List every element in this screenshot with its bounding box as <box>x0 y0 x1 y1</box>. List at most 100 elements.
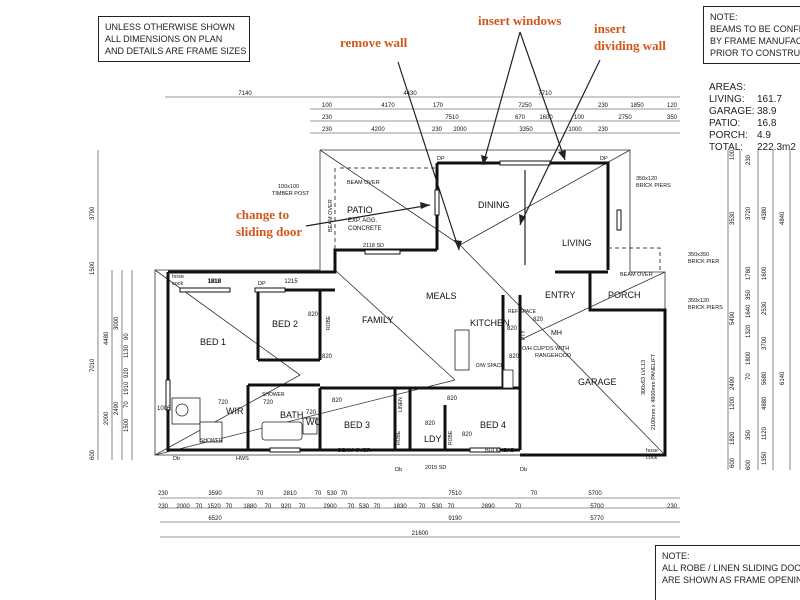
room-pty: PTY <box>521 330 527 340</box>
dim-top-r4-2: 4200 <box>371 127 385 133</box>
sd-patio-label: 2118 SD <box>363 243 384 249</box>
dim-left-inner-2: 1130 <box>124 344 130 358</box>
dim-right-c3: 1350 <box>762 451 768 465</box>
dim-bottom-r1: 70 <box>257 491 264 497</box>
annotation-sliding-door-line1: change to <box>236 207 290 222</box>
note-line: NOTE: <box>710 12 738 22</box>
dim-top-r4-7: 230 <box>598 127 609 133</box>
dim-right-c2: 1780 <box>746 266 752 280</box>
dim-right-c1: 100 <box>730 149 736 160</box>
dim-right-c1: 3530 <box>730 211 736 225</box>
dim-bottom-r2: 70 <box>515 504 522 510</box>
room-patio-sub1: EXP. AGG. <box>348 218 378 224</box>
dim-bottom-r3: 5770 <box>590 516 604 522</box>
door-tag: 720 <box>263 400 274 406</box>
door-tag: 1006 <box>157 406 171 412</box>
lintel-label: 300x63 LVL13 <box>641 360 647 395</box>
dim-right-c3: 3700 <box>762 336 768 350</box>
dim-left-outer-2: 1500 <box>90 261 96 275</box>
db-left: Db <box>173 456 180 462</box>
dim-top-r4-3: 230 <box>432 127 443 133</box>
dim-left-mid-3: 2490 <box>114 401 120 415</box>
door-tag: 820 <box>533 317 544 323</box>
door-tag: 820 <box>332 398 343 404</box>
dim-bottom-total: 21600 <box>412 531 429 537</box>
dim-right-c2: 600 <box>746 459 752 470</box>
dim-bottom-r2: 530 <box>359 504 370 510</box>
beam-over-bed3: BEAM OVER <box>338 448 371 454</box>
areas-row-living: LIVING: 161.7 <box>709 94 794 106</box>
room-robe-bed2: ROBE <box>326 315 332 330</box>
note-box-top-left: UNLESS OTHERWISE SHOWN ALL DIMENSIONS ON… <box>98 16 250 62</box>
dim-top-r3-5: 100 <box>574 115 585 121</box>
dim-bottom-r2: 70 <box>265 504 272 510</box>
dim-top-r4-4: 2000 <box>453 127 467 133</box>
dim-top-r3-4: 1600 <box>539 115 553 121</box>
dim-left-outer-1: 3790 <box>90 206 96 220</box>
hose-cock-right-2: cock <box>646 455 658 461</box>
areas-label: TOTAL: <box>709 142 744 150</box>
panelift-label: 2100mm x 4800mm PANELIFT <box>651 353 657 430</box>
note-line: ARE SHOWN AS FRAME OPENING W <box>662 575 800 585</box>
dim-left-outer-3: 7010 <box>90 358 96 372</box>
dim-bottom-r2: 5700 <box>590 504 604 510</box>
beam-over-porch: BEAM OVER <box>620 272 653 278</box>
left-dimensions: 3790 1500 7010 600 4480 3000 2490 2000 9… <box>90 206 130 460</box>
areas-title: AREAS: <box>709 82 746 93</box>
areas-row-patio: PATIO: 16.8 <box>709 118 794 130</box>
dim-right-c2: 350 <box>746 429 752 440</box>
dim-left-mid-2: 3000 <box>114 316 120 330</box>
dim-left-inner-3: 920 <box>124 367 130 378</box>
dim-bottom-r1: 7510 <box>448 491 462 497</box>
areas-value: 4.9 <box>757 130 771 141</box>
dim-top-r3-3: 670 <box>515 115 526 121</box>
top-dimensions: 7140 4430 7710 100 4170 170 7250 230 185… <box>207 91 677 285</box>
annotation-sliding-door-line2: sliding door <box>236 224 303 239</box>
room-living: LIVING <box>562 238 592 248</box>
note-line: NOTE: <box>662 551 690 561</box>
room-bed4: BED 4 <box>480 420 506 430</box>
dim-top-r3-1: 230 <box>322 115 333 121</box>
dim-right-c1: 1820 <box>730 431 736 445</box>
dim-bottom-r2: 70 <box>299 504 306 510</box>
fixtures <box>171 329 514 443</box>
areas-value: 16.8 <box>757 118 777 129</box>
dim-bottom-r3: 9190 <box>448 516 462 522</box>
annotation-insert-dividing-wall-line1: insert <box>594 21 626 36</box>
dim-left-mid-4: 2000 <box>104 411 110 425</box>
dim-top-r3-2: 7510 <box>445 115 459 121</box>
door-tag: 820 <box>462 432 473 438</box>
timber-post-label-1: 100x100 <box>278 184 299 190</box>
dim-bottom-r2: 1830 <box>393 504 407 510</box>
bulkhead-label: BULKHEAD <box>485 448 515 454</box>
annotation-insert-dividing-wall-line2: dividing wall <box>594 38 666 53</box>
annotation-remove-wall: remove wall <box>340 35 408 50</box>
dim-bottom-r3: 6520 <box>208 516 222 522</box>
room-linen: LINEN <box>398 397 404 412</box>
dim-bottom-r2: 70 <box>226 504 233 510</box>
door-tag: 820 <box>509 354 520 360</box>
brick-piers-right-2: BRICK PIERS <box>688 305 723 311</box>
dim-bottom-r2: 230 <box>158 504 169 510</box>
dim-top-r2-5: 230 <box>598 103 609 109</box>
dim-bottom-r1: 530 <box>327 491 338 497</box>
dim-bottom-r1: 2810 <box>283 491 297 497</box>
areas-label: PATIO: <box>709 118 741 129</box>
room-garage: GARAGE <box>578 377 617 387</box>
hose-cock-left-1: hose <box>172 274 184 280</box>
areas-value: 161.7 <box>757 94 783 105</box>
dim-right-c1: 2490 <box>730 376 736 390</box>
dimension-lines <box>97 96 791 538</box>
dim-top-r2-1: 100 <box>322 103 333 109</box>
beam-over-patio-vertical: BEAM OVER <box>328 199 334 232</box>
dim-bottom-r2: 920 <box>281 504 292 510</box>
dim-bottom-r2: 1520 <box>207 504 221 510</box>
areas-label: LIVING: <box>709 94 745 105</box>
brick-piers-top-1: 350x120 <box>636 176 657 182</box>
dim-window-top-2: 1215 <box>284 279 298 285</box>
rangehood-label-1: O/H CUP'DS WITH <box>522 346 569 352</box>
hose-cock-left-2: cock <box>172 281 184 287</box>
annotation-insert-windows: insert windows <box>478 13 562 28</box>
dim-top-r4-6: 1000 <box>568 127 582 133</box>
